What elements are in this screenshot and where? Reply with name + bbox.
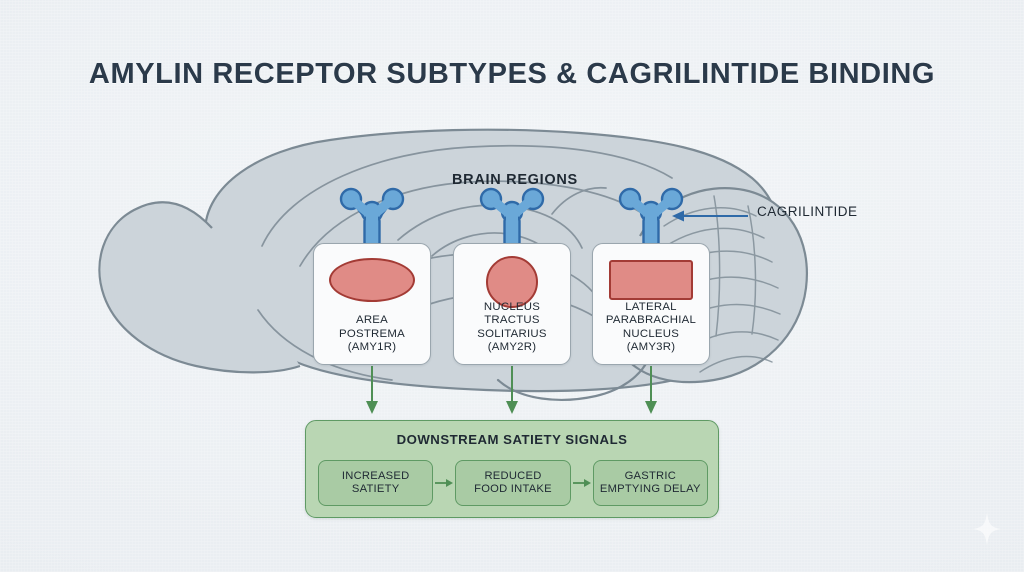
downstream-steps-row: INCREASED SATIETY REDUCED FOOD INTAKE GA… <box>318 459 708 507</box>
lateral-parabrachial-nucleus-shape <box>609 260 693 300</box>
brain-regions-label: BRAIN REGIONS <box>452 172 578 188</box>
region-card-label: AREA POSTREMA (AMY1R) <box>339 314 405 354</box>
receptor-amy3r-icon <box>618 187 684 258</box>
sparkle-icon <box>973 513 1001 545</box>
region-card-area-postrema[interactable]: AREA POSTREMA (AMY1R) <box>313 243 431 365</box>
downstream-satiety-panel: DOWNSTREAM SATIETY SIGNALS INCREASED SAT… <box>305 420 719 518</box>
region-card-label: LATERAL PARABRACHIAL NUCLEUS (AMY3R) <box>605 300 697 354</box>
nucleus-tractus-solitarius-shape <box>486 256 538 308</box>
receptor-amy1r-icon <box>339 187 405 258</box>
region-shape-slot <box>454 250 570 308</box>
region-card-nucleus-tractus-solitarius[interactable]: NUCLEUS TRACTUS SOLITARIUS (AMY2R) <box>453 243 571 365</box>
step-arrow-icon <box>572 479 591 487</box>
region-shape-slot <box>593 250 709 300</box>
region-shape-slot <box>314 250 430 302</box>
downstream-panel-title: DOWNSTREAM SATIETY SIGNALS <box>396 432 628 447</box>
cagrilintide-arrow <box>672 210 748 222</box>
region-card-lateral-parabrachial-nucleus[interactable]: LATERAL PARABRACHIAL NUCLEUS (AMY3R) <box>592 243 710 365</box>
downstream-step-gastric-emptying-delay[interactable]: GASTRIC EMPTYING DELAY <box>592 460 708 506</box>
downstream-step-reduced-food-intake[interactable]: REDUCED FOOD INTAKE <box>455 460 571 506</box>
downstream-step-increased-satiety[interactable]: INCREASED SATIETY <box>318 460 434 506</box>
page-title: AMYLIN RECEPTOR SUBTYPES & CAGRILINTIDE … <box>88 58 936 90</box>
step-arrow-icon <box>435 479 454 487</box>
area-postrema-shape <box>329 258 415 302</box>
cagrilintide-label: CAGRILINTIDE <box>757 204 858 219</box>
flow-arrows-to-downstream <box>366 366 657 414</box>
region-card-label: NUCLEUS TRACTUS SOLITARIUS (AMY2R) <box>477 300 547 354</box>
